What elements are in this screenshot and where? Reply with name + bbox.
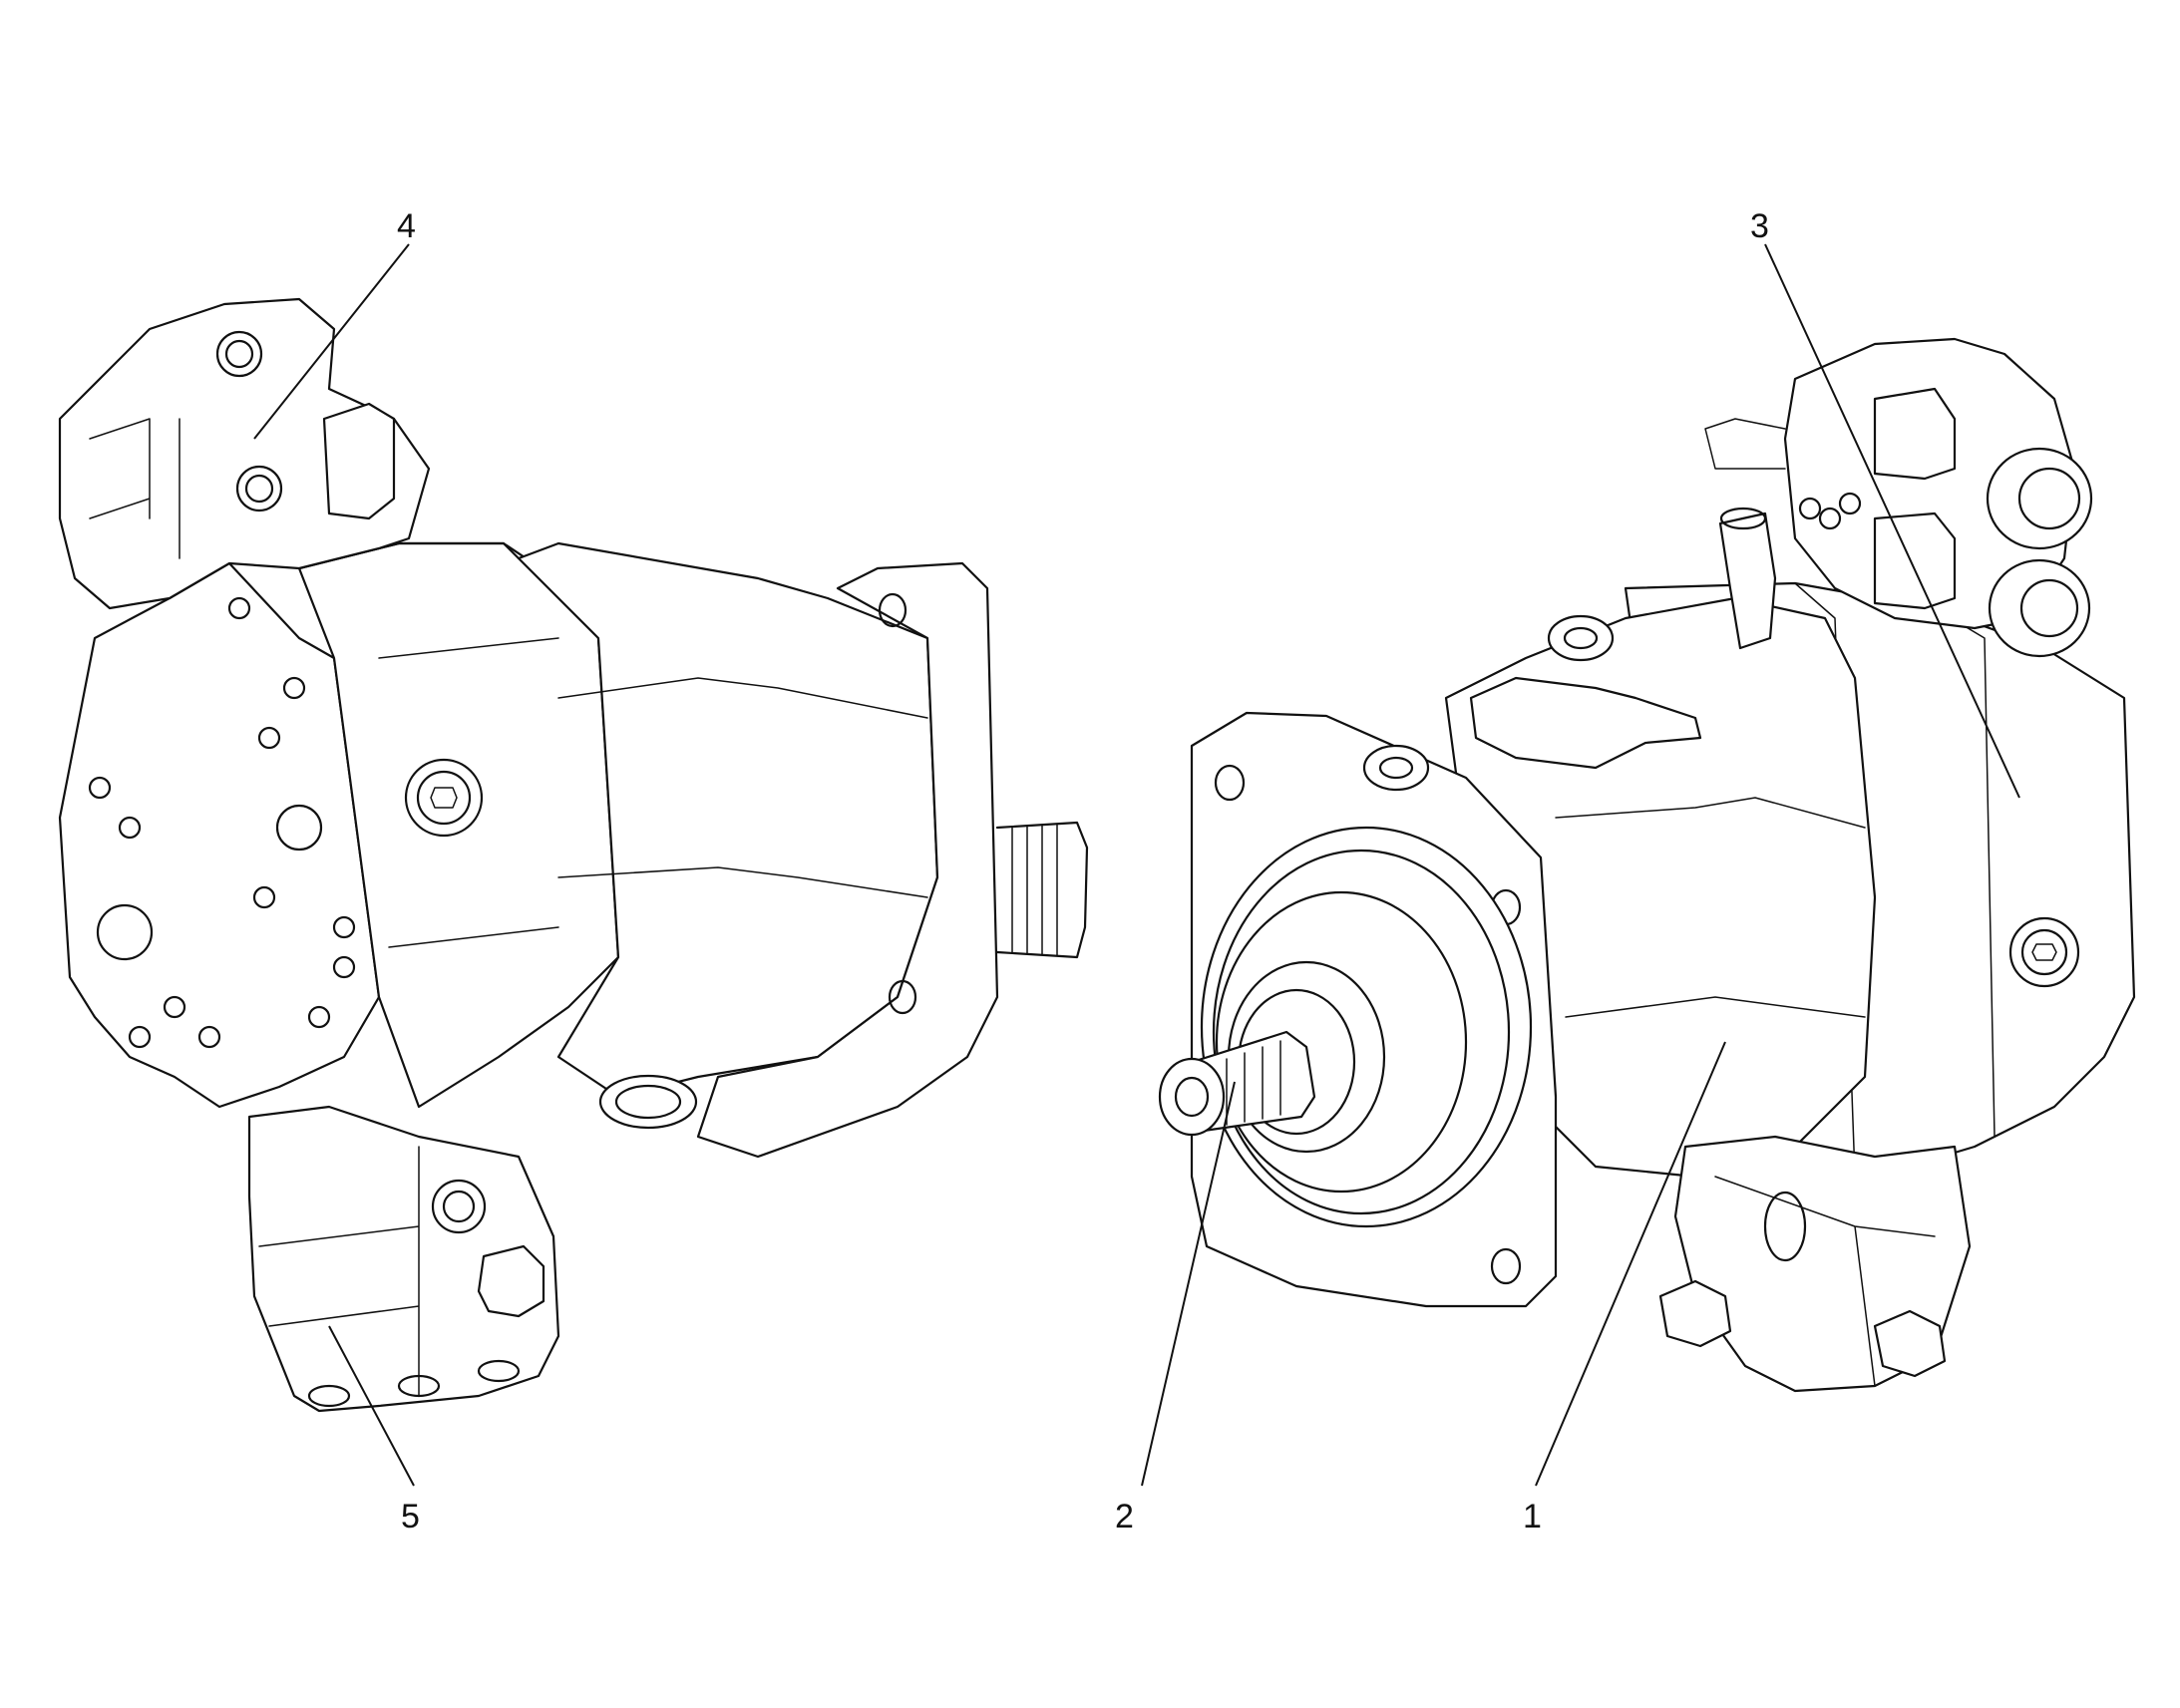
leader-3 (1764, 243, 2020, 799)
right-motor-front-view (1158, 337, 2136, 1393)
right-lower-bolt-left (1658, 1279, 1732, 1348)
leader-4 (253, 243, 410, 440)
left-bottom-bolt-head (477, 1244, 545, 1318)
right-lower-bolt-right (1873, 1309, 1947, 1378)
right-solenoid-knob-upper (1986, 447, 2093, 550)
leader-1 (1535, 1041, 1726, 1487)
left-top-control-block (58, 297, 431, 610)
callout-3: 3 (1750, 207, 1769, 245)
right-pilot-face (1200, 826, 1533, 1228)
right-solenoid-knob-lower (1988, 558, 2091, 658)
right-top-pipe (1718, 512, 1777, 650)
left-port-plate (58, 561, 381, 1109)
callout-1: 1 (1523, 1498, 1542, 1536)
leader-5 (328, 1325, 415, 1487)
callout-2: 2 (1115, 1498, 1134, 1536)
left-bottom-valve-block (247, 1105, 560, 1413)
right-lifting-bracket (1469, 676, 1702, 770)
left-top-plug (322, 402, 396, 520)
callout-4: 4 (397, 207, 416, 245)
left-drive-flange (696, 561, 999, 1159)
left-motor-rear-view (58, 297, 1089, 1413)
leader-2 (1141, 1081, 1236, 1487)
callout-5: 5 (401, 1498, 420, 1536)
